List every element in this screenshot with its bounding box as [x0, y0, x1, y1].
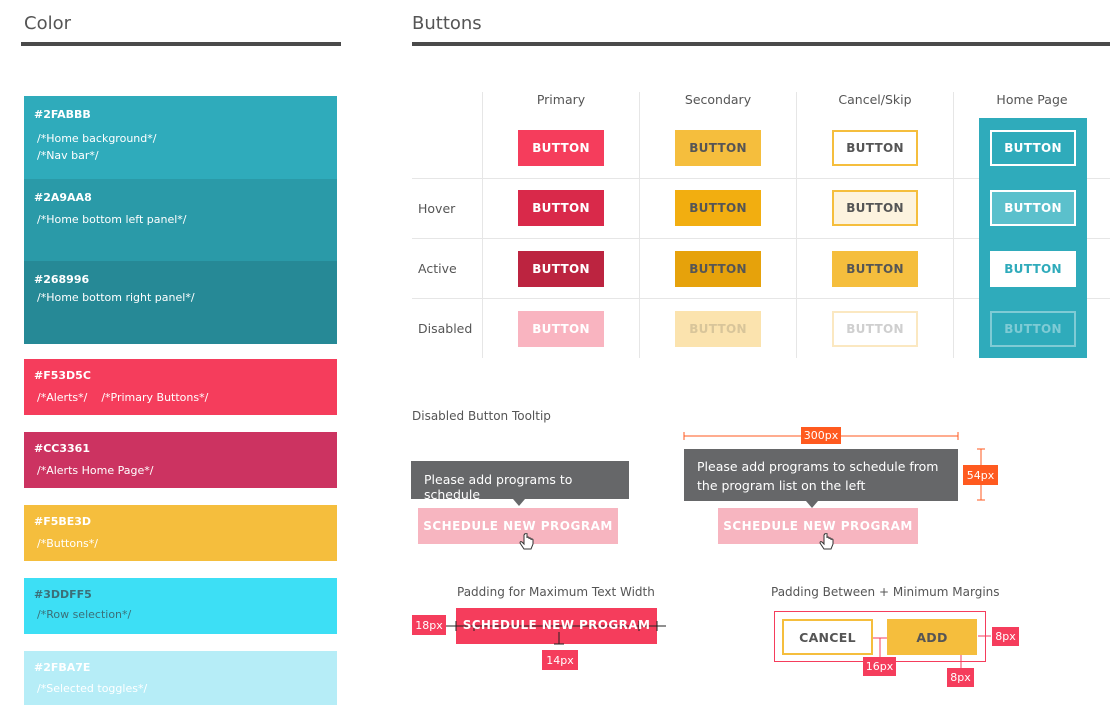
primary-button-default[interactable]: BUTTON	[518, 130, 604, 166]
row-header-active: Active	[418, 261, 457, 276]
tooltip-short-arrow	[513, 499, 525, 506]
swatch-comment: /*Alerts*/ /*Primary Buttons*/	[37, 391, 209, 404]
secondary-button-default[interactable]: BUTTON	[675, 130, 761, 166]
cancel-button-disabled: BUTTON	[832, 311, 918, 347]
cancel-button[interactable]: CANCEL	[782, 619, 873, 655]
column-header-cancel-skip: Cancel/Skip	[838, 92, 912, 107]
width-label: 300px	[801, 427, 841, 444]
swatch-comment: /*Buttons*/	[37, 537, 98, 550]
secondary-button-disabled: BUTTON	[675, 311, 761, 347]
height-label: 54px	[963, 465, 998, 485]
secondary-button-active[interactable]: BUTTON	[675, 251, 761, 287]
row-header-hover: Hover	[418, 201, 456, 216]
swatch-hex: #F5BE3D	[34, 515, 92, 528]
buttons-section-title: Buttons	[412, 13, 482, 34]
grid-divider	[953, 92, 954, 358]
column-header-primary: Primary	[536, 92, 586, 107]
swatch-comment: /*Home background*/	[37, 132, 157, 145]
swatch-2fabbb: #2FABBB /*Home background*/ /*Nav bar*/	[24, 96, 337, 179]
grid-divider	[482, 92, 483, 358]
cancel-button-default[interactable]: BUTTON	[832, 130, 918, 166]
swatch-hex: #F53D5C	[34, 369, 91, 382]
pointer-cursor-icon	[519, 533, 534, 550]
padding-horizontal-label: 18px	[412, 615, 446, 635]
secondary-button-hover[interactable]: BUTTON	[675, 190, 761, 226]
tooltip-short-text: Please add programs to schedule	[424, 472, 573, 502]
tooltip-long-arrow	[806, 501, 818, 508]
row-header-disabled: Disabled	[418, 321, 473, 336]
schedule-new-program-button-disabled-2: SCHEDULE NEW PROGRAM	[718, 508, 918, 544]
primary-button-hover[interactable]: BUTTON	[518, 190, 604, 226]
color-section-title: Color	[24, 13, 71, 34]
padding-between-title: Padding Between + Minimum Margins	[771, 585, 1000, 599]
primary-button-active[interactable]: BUTTON	[518, 251, 604, 287]
swatch-hex: #2A9AA8	[34, 191, 92, 204]
swatch-comment: /*Nav bar*/	[37, 149, 99, 162]
swatch-comment: /*Row selection*/	[37, 608, 132, 621]
column-header-secondary: Secondary	[684, 92, 752, 107]
home-page-column-bg	[979, 118, 1087, 358]
buttons-section-rule	[412, 42, 1110, 46]
home-button-active[interactable]: BUTTON	[990, 251, 1076, 287]
swatch-comment: /*Selected toggles*/	[37, 682, 148, 695]
max-text-width-title: Padding for Maximum Text Width	[457, 585, 655, 599]
column-header-home-page: Home Page	[996, 92, 1068, 107]
margin-bottom-label: 8px	[947, 668, 974, 687]
schedule-new-program-button-disabled: SCHEDULE NEW PROGRAM	[418, 508, 618, 544]
home-button-hover[interactable]: BUTTON	[990, 190, 1076, 226]
swatch-cc3361: #CC3361 /*Alerts Home Page*/	[24, 432, 337, 488]
gap-label: 16px	[863, 657, 896, 676]
tooltip-short: Please add programs to schedule	[411, 461, 629, 502]
swatch-hex: #CC3361	[34, 442, 90, 455]
padding-guides	[446, 621, 666, 645]
swatch-comment: /*Home bottom right panel*/	[37, 291, 195, 304]
margin-right-label: 8px	[992, 627, 1019, 646]
gap-guides	[873, 635, 991, 668]
add-button[interactable]: ADD	[887, 619, 977, 655]
cancel-button-hover[interactable]: BUTTON	[832, 190, 918, 226]
swatch-hex: #2FABBB	[34, 108, 91, 121]
swatch-2a9aa8: #2A9AA8 /*Home bottom left panel*/	[24, 179, 337, 261]
pointer-cursor-icon	[819, 533, 834, 550]
swatch-3ddff5: #3DDFF5 /*Row selection*/	[24, 578, 337, 634]
grid-divider	[412, 238, 1110, 239]
schedule-new-program-label: SCHEDULE NEW PROGRAM	[462, 618, 651, 632]
grid-divider	[412, 298, 1110, 299]
swatch-comment: /*Alerts Home Page*/	[37, 464, 154, 477]
tooltip-section-title: Disabled Button Tooltip	[412, 409, 551, 423]
swatch-hex: #2FBA7E	[34, 661, 91, 674]
swatch-268996: #268996 /*Home bottom right panel*/	[24, 261, 337, 344]
swatch-hex: #3DDFF5	[34, 588, 92, 601]
swatch-2fba7e: #2FBA7E /*Selected toggles*/	[24, 651, 337, 705]
grid-divider	[639, 92, 640, 358]
padding-vertical-label: 14px	[542, 650, 578, 670]
swatch-f53d5c: #F53D5C /*Alerts*/ /*Primary Buttons*/	[24, 359, 337, 415]
swatch-comment: /*Home bottom left panel*/	[37, 213, 187, 226]
tooltip-long: Please add programs to schedule from the…	[684, 449, 958, 501]
swatch-hex: #268996	[34, 273, 90, 286]
grid-divider	[796, 92, 797, 358]
tooltip-long-text: Please add programs to schedule from the…	[697, 459, 939, 493]
cancel-button-active[interactable]: BUTTON	[832, 251, 918, 287]
home-button-disabled: BUTTON	[990, 311, 1076, 347]
grid-divider	[412, 178, 1110, 179]
swatch-f5be3d: #F5BE3D /*Buttons*/	[24, 505, 337, 561]
color-section-rule	[21, 42, 341, 46]
primary-button-disabled: BUTTON	[518, 311, 604, 347]
home-button-default[interactable]: BUTTON	[990, 130, 1076, 166]
